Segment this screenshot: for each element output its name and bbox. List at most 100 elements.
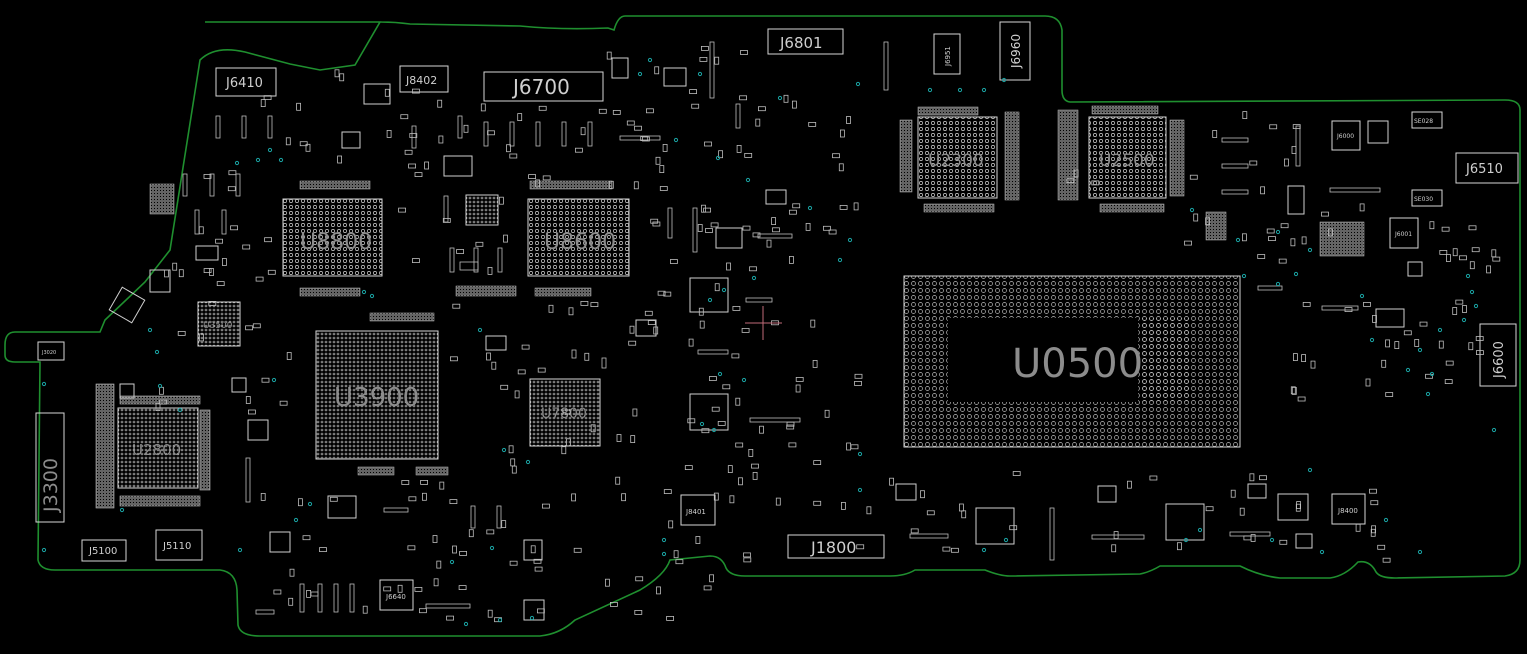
passive: [566, 438, 571, 447]
passive: [537, 367, 546, 373]
connector-j6951[interactable]: J6951: [933, 33, 961, 75]
chip-u8600[interactable]: U8600: [527, 198, 630, 277]
thin-part: [1221, 163, 1249, 169]
passive: [561, 446, 567, 455]
passive: [650, 218, 659, 224]
connector-j3020[interactable]: J3020: [37, 341, 65, 361]
connector-j6510[interactable]: J6510: [1455, 152, 1519, 184]
crosshair-cursor: [745, 306, 782, 340]
label-j1800: J1800: [810, 538, 856, 557]
passive: [1257, 254, 1266, 259]
connector-j6640[interactable]: J6640: [379, 579, 414, 611]
via: [501, 447, 507, 453]
connector-j5110[interactable]: J5110: [155, 529, 203, 561]
passive: [487, 609, 493, 618]
passive: [245, 396, 251, 404]
passive: [1369, 488, 1377, 494]
chip-u2500[interactable]: U2500: [1088, 116, 1167, 199]
connector-j6960[interactable]: J6960: [999, 21, 1031, 81]
passive: [164, 269, 169, 278]
connector-j8400[interactable]: J8400: [1331, 493, 1366, 525]
connector-j6410[interactable]: J6410: [215, 67, 277, 97]
via: [1417, 549, 1423, 555]
passive: [1242, 111, 1248, 119]
chip-u8800[interactable]: U8800: [282, 198, 383, 277]
thin-part: [601, 357, 607, 369]
passive: [1446, 254, 1451, 262]
passive: [310, 591, 319, 597]
passive: [616, 434, 622, 442]
chip-u2300[interactable]: U2300: [917, 116, 998, 199]
label-j6510: J6510: [1465, 162, 1503, 177]
chip-u7800[interactable]: U7800: [529, 378, 601, 447]
passive: [735, 442, 744, 448]
via: [927, 87, 933, 93]
passive: [704, 141, 712, 147]
part-se030[interactable]: SE030: [1411, 189, 1443, 207]
via: [1307, 247, 1313, 253]
passive: [792, 100, 797, 109]
label-j3020: J3020: [41, 350, 56, 356]
passive: [789, 255, 794, 264]
passive: [832, 153, 840, 159]
passive: [514, 390, 520, 399]
passive: [736, 144, 742, 153]
connector-j6000[interactable]: J6000: [1331, 120, 1361, 151]
connector-j5100[interactable]: J5100: [81, 539, 127, 562]
label-se028: SE028: [1414, 118, 1433, 125]
passive: [1301, 236, 1307, 245]
passive: [203, 173, 212, 179]
passive: [487, 130, 495, 136]
passive: [749, 266, 757, 272]
passive: [1468, 342, 1474, 351]
passive: [468, 529, 474, 538]
via: [369, 293, 375, 299]
passive: [362, 605, 368, 614]
via: [154, 349, 160, 355]
passive: [305, 143, 311, 152]
thin-part: [496, 505, 502, 529]
thin-part: [349, 583, 355, 613]
passive: [580, 300, 589, 306]
chip-u0500[interactable]: U0500: [903, 275, 1241, 448]
chip-u2800[interactable]: U2800: [95, 383, 211, 509]
connector-j8401[interactable]: J8401: [680, 494, 716, 526]
via: [1369, 337, 1375, 343]
connector-j3300[interactable]: J3300: [35, 412, 65, 523]
passive: [775, 497, 781, 506]
via: [119, 507, 125, 513]
passive: [699, 320, 705, 329]
passive: [652, 221, 661, 227]
connector-j8402[interactable]: J8402: [399, 65, 449, 93]
via: [463, 621, 469, 627]
passive: [203, 268, 212, 274]
connector-j6001[interactable]: J6001: [1389, 217, 1419, 249]
label-j6801: J6801: [779, 34, 823, 52]
passive: [722, 384, 731, 390]
thin-part: [619, 135, 661, 141]
passive: [285, 137, 291, 146]
connector-j1800[interactable]: J1800: [787, 534, 885, 559]
chip-u3500[interactable]: U3500: [197, 301, 241, 347]
via: [271, 377, 277, 383]
passive: [841, 501, 846, 510]
passive: [517, 369, 526, 375]
via: [857, 487, 863, 493]
via: [1319, 549, 1325, 555]
passive: [856, 544, 865, 550]
connector-j6700[interactable]: J6700: [483, 71, 604, 102]
passive: [446, 615, 455, 621]
passive: [420, 479, 429, 485]
part-se028[interactable]: SE028: [1411, 111, 1443, 129]
connector-j6600[interactable]: J6600: [1479, 323, 1517, 387]
passive: [408, 496, 417, 502]
chip-u3900[interactable]: U3900: [315, 330, 439, 460]
passive: [598, 108, 607, 114]
passive: [628, 340, 637, 346]
connector-j6801[interactable]: J6801: [767, 28, 844, 55]
passive: [411, 258, 420, 264]
passive: [1381, 359, 1387, 368]
passive: [456, 249, 465, 254]
passive: [452, 303, 461, 309]
